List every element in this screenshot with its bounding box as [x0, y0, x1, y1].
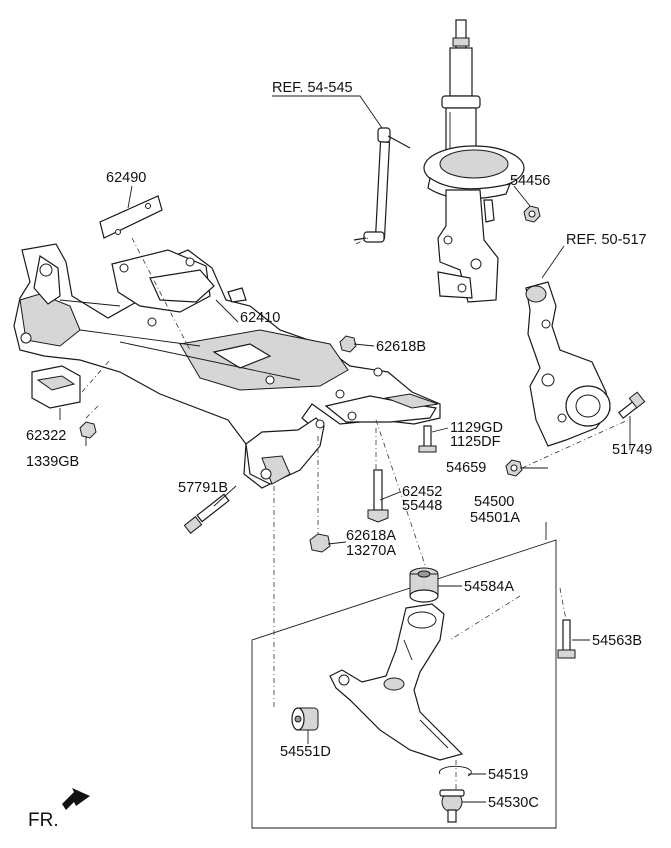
- ball-joint-54530C: [439, 789, 465, 823]
- label-54584A: 54584A: [464, 579, 514, 595]
- label-1125DF: 1125DF: [450, 434, 501, 450]
- label-54563B: 54563B: [592, 633, 642, 649]
- center-lines: [81, 237, 629, 790]
- bushing-54584A: [409, 567, 439, 603]
- crossmember: [13, 243, 441, 489]
- nut-62618A: [309, 533, 331, 553]
- label-54551D: 54551D: [280, 744, 331, 760]
- bushing-54551D: [291, 707, 319, 731]
- bolt-1129GD: [418, 425, 437, 453]
- nut-1339GB: [79, 421, 97, 439]
- label-62618A: 62618A: [346, 528, 396, 544]
- bolt-51749: [618, 391, 646, 419]
- nut-54659: [505, 459, 523, 477]
- stabilizer-link: [353, 127, 411, 243]
- label-62322: 62322: [26, 428, 66, 444]
- label-54530C: 54530C: [488, 795, 539, 811]
- nut-54456: [523, 205, 541, 223]
- bracket-62322: [31, 365, 81, 409]
- label-13270A: 13270A: [346, 543, 396, 559]
- label-1339GB: 1339GB: [26, 454, 79, 470]
- label-62490: 62490: [106, 170, 146, 186]
- label-54659: 54659: [446, 460, 486, 476]
- lower-arm-box: [251, 539, 557, 829]
- bolt-54563B: [557, 619, 576, 659]
- label-1129GD: 1129GD: [450, 420, 503, 436]
- label-62410: 62410: [240, 310, 280, 326]
- label-62452: 62452: [402, 484, 442, 500]
- label-ref-50-517: REF. 50-517: [566, 232, 647, 248]
- front-direction-arrow: [62, 788, 90, 810]
- label-54501A: 54501A: [470, 510, 520, 526]
- label-51749: 51749: [612, 442, 652, 458]
- bolt-62452: [367, 469, 389, 523]
- steering-knuckle: [525, 281, 611, 447]
- snap-ring-54519: [438, 765, 472, 777]
- strut-assembly: [423, 19, 525, 303]
- lower-control-arm: [329, 603, 464, 761]
- label-55448: 55448: [402, 498, 442, 514]
- leader-lines: [59, 95, 631, 803]
- part-labels: REF. 54-545 REF. 50-517 62490 62410 6261…: [26, 80, 652, 831]
- label-57791B: 57791B: [178, 480, 228, 496]
- label-54456: 54456: [510, 173, 550, 189]
- bolt-57791B: [183, 493, 230, 534]
- nut-62618B: [339, 335, 357, 353]
- label-54500: 54500: [474, 494, 514, 510]
- label-62618B: 62618B: [376, 339, 426, 355]
- label-54519: 54519: [488, 767, 528, 783]
- label-ref-54-545: REF. 54-545: [272, 80, 353, 96]
- plate-62490: [99, 195, 163, 239]
- label-fr: FR.: [28, 810, 59, 831]
